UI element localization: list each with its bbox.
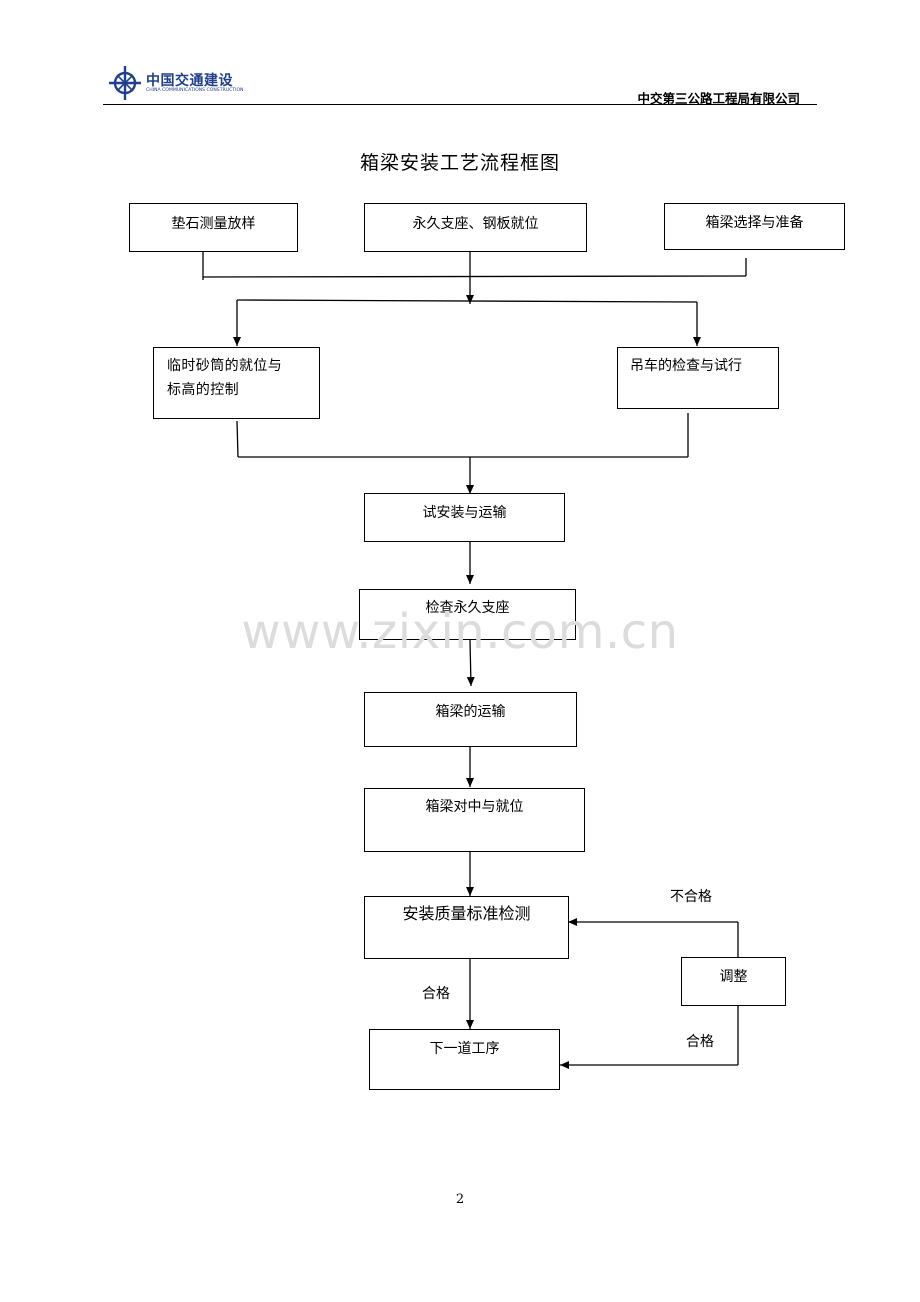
logo-english-name: CHINA COMMUNICATIONS CONSTRUCTION (146, 88, 244, 93)
watermark: www.zixin.com.cn (241, 604, 679, 660)
node-crane-check-label: 吊车的检查与试行 (630, 358, 742, 374)
edge-label-pass-down: 合格 (422, 986, 450, 1002)
edge-label-pass-back: 合格 (686, 1034, 714, 1050)
diagram-title: 箱梁安装工艺流程框图 (359, 152, 560, 174)
node-girder-prep: 箱梁选择与准备 (664, 203, 845, 250)
node-sand-cylinder-line1: 临时砂筒的就位与 (167, 358, 283, 374)
connector-top-merge (202, 275, 747, 278)
node-trial-install: 试安装与运输 (364, 493, 565, 542)
node-pad-survey: 垫石测量放样 (129, 203, 298, 252)
node-trial-install-label: 试安装与运输 (422, 505, 507, 521)
node-girder-transport: 箱梁的运输 (364, 692, 577, 747)
header-company-name: 中交第三公路工程局有限公司 (637, 91, 800, 106)
header-divider (103, 104, 817, 105)
node-adjust-label: 调整 (719, 969, 748, 985)
logo-chinese-name: 中国交通建设 (146, 73, 233, 89)
node-adjust: 调整 (681, 957, 786, 1006)
node-sand-cylinder: 临时砂筒的就位与 标高的控制 (153, 347, 320, 419)
cccc-logo-icon (109, 66, 141, 100)
node-girder-transport-label: 箱梁的运输 (435, 704, 506, 720)
connector-split (236, 299, 698, 303)
connector-sand-cylinder-down (236, 420, 239, 458)
node-girder-align: 箱梁对中与就位 (364, 788, 585, 852)
page-number: 2 (455, 1192, 465, 1207)
node-bearing-plate-label: 永久支座、钢板就位 (412, 216, 539, 232)
node-check-bearing-label: 检查永久支座 (425, 600, 510, 616)
node-next-step: 下一道工序 (369, 1029, 560, 1090)
node-bearing-plate: 永久支座、钢板就位 (364, 203, 587, 252)
node-sand-cylinder-line2: 标高的控制 (167, 382, 239, 398)
node-pad-survey-label: 垫石测量放样 (171, 216, 256, 232)
node-girder-prep-label: 箱梁选择与准备 (705, 215, 804, 231)
node-next-step-label: 下一道工序 (429, 1041, 500, 1057)
company-logo: 中国交通建设 CHINA COMMUNICATIONS CONSTRUCTION (108, 64, 258, 104)
node-check-bearing: 检查永久支座 (359, 589, 576, 640)
node-quality-check-label: 安装质量标准检测 (402, 904, 531, 923)
node-girder-align-label: 箱梁对中与就位 (425, 799, 524, 815)
node-crane-check: 吊车的检查与试行 (617, 347, 779, 409)
node-quality-check: 安装质量标准检测 (364, 896, 569, 959)
arrow-to-girder-transport (466, 639, 475, 687)
edge-label-fail: 不合格 (670, 889, 712, 905)
